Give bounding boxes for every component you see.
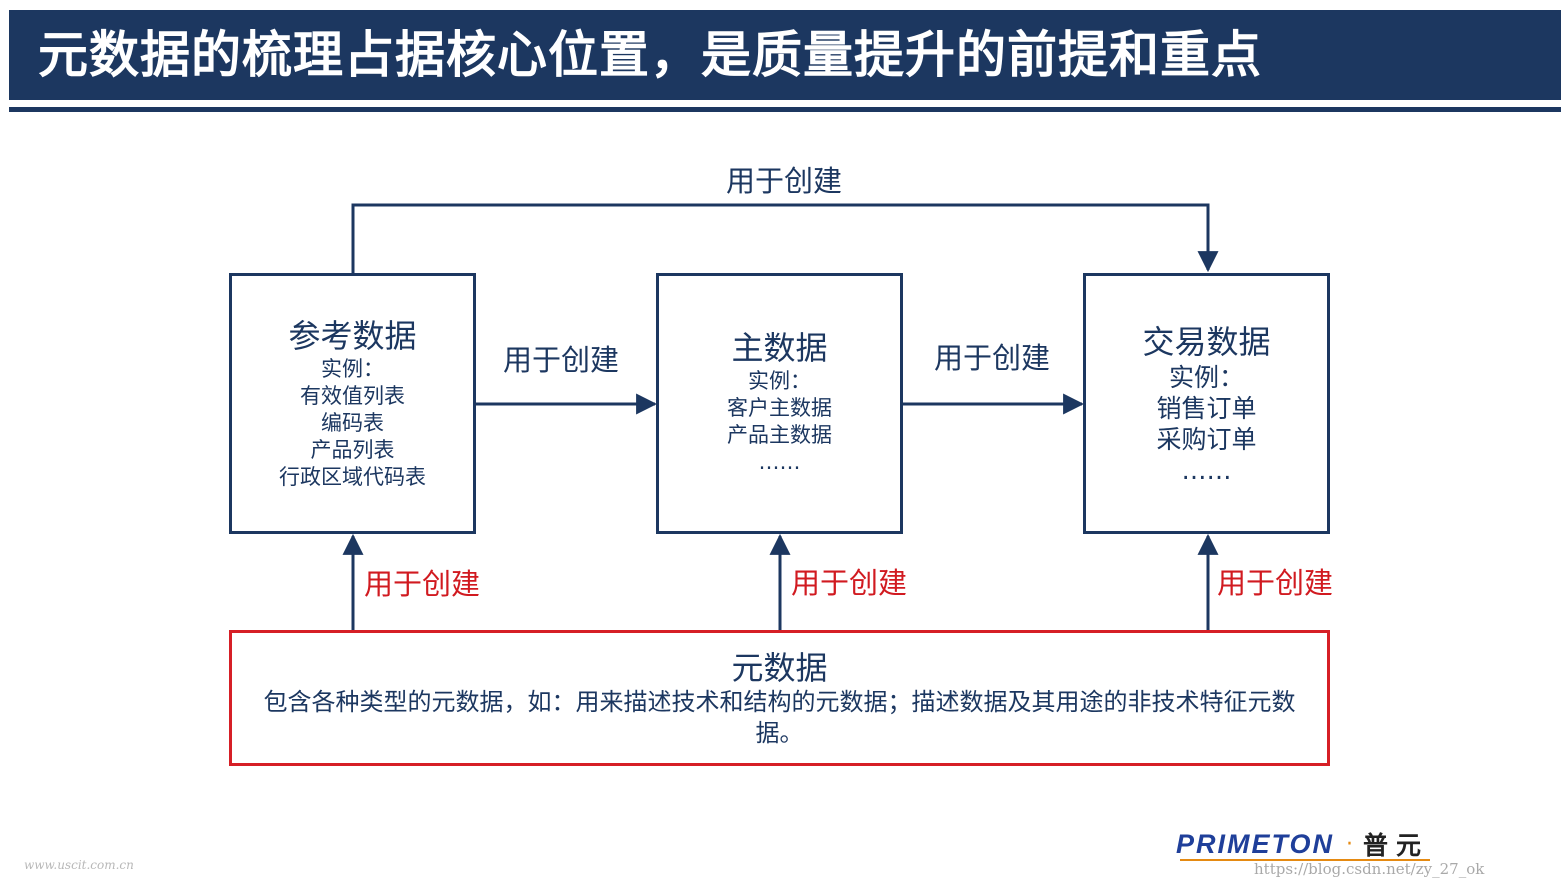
master-data-line: 产品主数据	[727, 423, 832, 447]
reference-data-line: 有效值列表	[300, 384, 405, 408]
edge-label-ref-master: 用于创建	[503, 343, 620, 377]
metadata-box: 元数据 包含各种类型的元数据，如：用来描述技术和结构的元数据；描述数据及其用途的…	[229, 630, 1330, 766]
edge-top-line	[351, 203, 1219, 273]
transaction-data-line: 采购订单	[1156, 425, 1257, 454]
transaction-data-line: 实例：	[1168, 363, 1244, 392]
edge-label-meta-master: 用于创建	[791, 566, 908, 600]
transaction-data-box: 交易数据 实例： 销售订单 采购订单 ……	[1083, 273, 1330, 534]
logo-chinese: 普元	[1363, 831, 1430, 860]
master-data-line: 实例：	[748, 369, 811, 393]
master-data-line: ……	[758, 450, 801, 474]
reference-data-line: 编码表	[321, 411, 384, 435]
slide-title: 元数据的梳理占据核心位置，是质量提升的前提和重点	[38, 26, 1262, 84]
logo-dot: ·	[1346, 831, 1354, 857]
metadata-title: 元数据	[731, 649, 828, 687]
edge-label-meta-trans: 用于创建	[1217, 566, 1334, 600]
edge-label-master-trans: 用于创建	[934, 341, 1051, 375]
edge-label-top: 用于创建	[726, 164, 843, 198]
reference-data-box: 参考数据 实例： 有效值列表 编码表 产品列表 行政区域代码表	[229, 273, 476, 534]
watermark-left: www.uscit.com.cn	[24, 858, 134, 872]
watermark-url: https://blog.csdn.net/zy_27_ok	[1254, 860, 1485, 878]
transaction-data-line: 销售订单	[1156, 394, 1257, 423]
logo-underline	[1180, 859, 1430, 861]
logo-wordmark: PRIMETON	[1176, 828, 1335, 859]
title-bar	[9, 10, 1561, 100]
reference-data-title: 参考数据	[288, 317, 417, 355]
metadata-description: 包含各种类型的元数据，如：用来描述技术和结构的元数据；描述数据及其用途的非技术特…	[263, 688, 1296, 747]
edge-label-meta-ref: 用于创建	[364, 567, 481, 601]
master-data-box: 主数据 实例： 客户主数据 产品主数据 ……	[656, 273, 903, 534]
master-data-line: 客户主数据	[727, 396, 832, 420]
reference-data-line: 实例：	[321, 357, 384, 381]
transaction-data-line: ……	[1181, 456, 1232, 485]
title-divider	[9, 107, 1561, 112]
reference-data-line: 行政区域代码表	[279, 465, 426, 489]
primeton-logo: PRIMETON · 普元	[1176, 826, 1429, 862]
transaction-data-title: 交易数据	[1142, 323, 1271, 361]
reference-data-line: 产品列表	[310, 438, 395, 462]
master-data-title: 主数据	[731, 329, 828, 367]
